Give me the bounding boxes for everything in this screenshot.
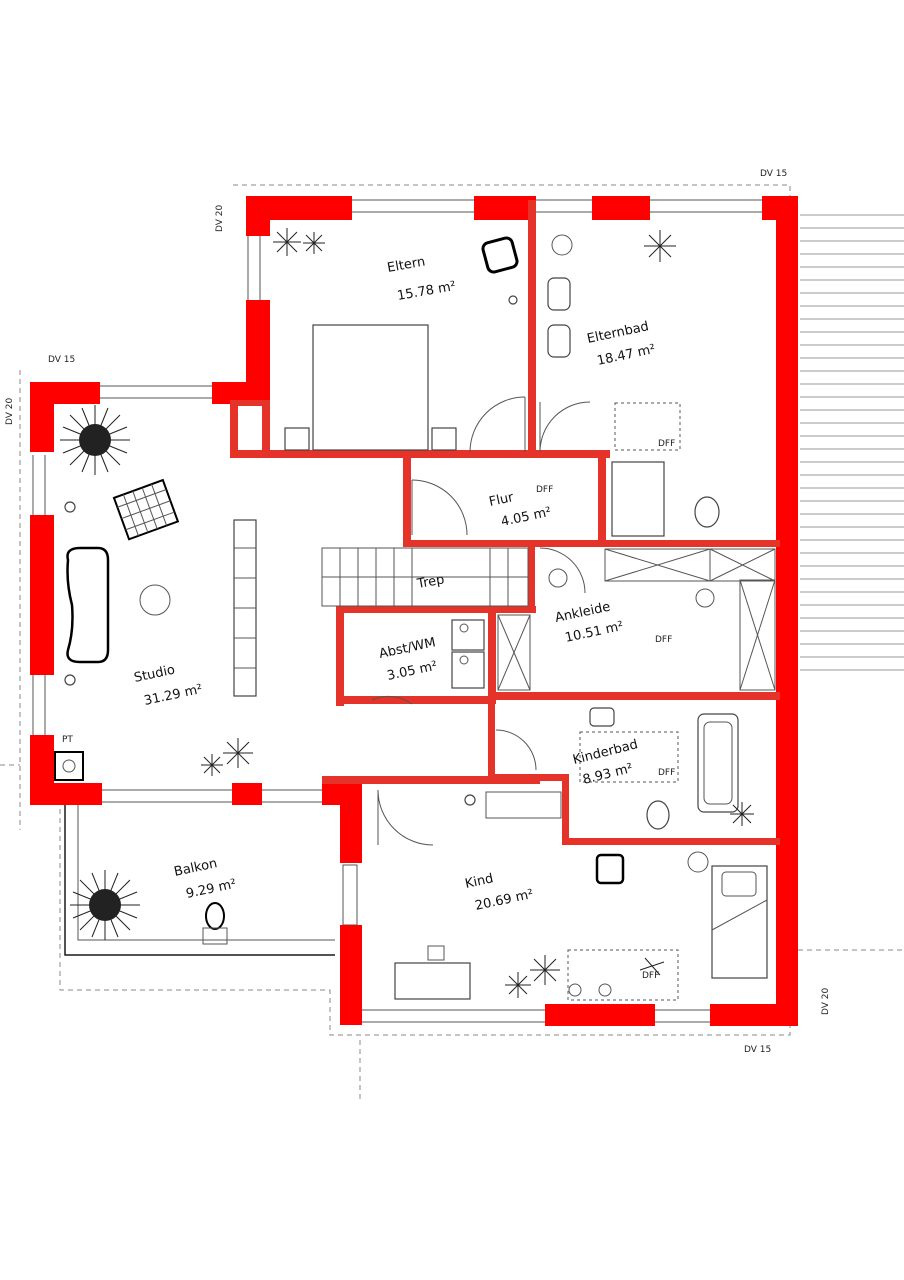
- dining-table: [112, 478, 180, 541]
- roof-hatching: [800, 214, 904, 671]
- room-area-eltern: 15.78 m²: [396, 279, 457, 304]
- dimension-label: DV 20: [821, 987, 831, 1015]
- room-name-eltern: Eltern: [386, 255, 426, 276]
- palm-plant-icon: [70, 870, 140, 940]
- room-area-balkon: 9.29 m²: [185, 877, 238, 902]
- dff-label: DFF: [655, 635, 672, 645]
- palm-plant-icon: [60, 405, 130, 475]
- bed: [312, 324, 429, 451]
- armchair: [595, 853, 625, 885]
- dff-label: DFF: [658, 768, 675, 778]
- room-area-kinderbad: 8.93 m²: [581, 761, 634, 788]
- interior-walls: [230, 200, 780, 845]
- dimension-label: DV 20: [215, 204, 225, 232]
- furniture: [54, 234, 776, 1001]
- dff-label: DFF: [642, 971, 659, 981]
- room-name-elternbad: Elternbad: [586, 319, 650, 347]
- room-name-flur: Flur: [488, 490, 516, 510]
- room-area-studio: 31.29 m²: [143, 682, 204, 709]
- dimension-label: DV 15: [48, 355, 75, 365]
- dimension-labels: DV 15 DV 15 DV 15 DV 20 DV 20 DV 20: [5, 169, 831, 1055]
- small-labels: PT DFF DFF DFF DFF DFF: [62, 439, 675, 981]
- exterior-walls: [30, 196, 798, 1026]
- room-area-flur: 4.05 m²: [500, 505, 553, 530]
- outline-dashed: [0, 184, 904, 1100]
- staircase: [321, 547, 529, 607]
- room-area-elternbad: 18.47 m²: [596, 342, 657, 369]
- room-area-ankleide: 10.51 m²: [564, 619, 625, 646]
- room-name-abst: Abst/WM: [378, 635, 437, 662]
- dff-label: DFF: [658, 439, 675, 449]
- doors: [371, 396, 591, 846]
- flower-plant-icon: [201, 228, 754, 998]
- dimension-label: DV 15: [760, 169, 787, 179]
- room-name-studio: Studio: [133, 663, 177, 686]
- room-area-kind: 20.69 m²: [474, 887, 535, 914]
- room-area-abst: 3.05 m²: [386, 659, 439, 684]
- sofa: [66, 546, 110, 664]
- dimension-label: DV 20: [5, 397, 15, 425]
- balkon-railing: [64, 805, 335, 956]
- room-name-kind: Kind: [464, 871, 495, 892]
- room-name-balkon: Balkon: [173, 856, 219, 880]
- dff-label: DFF: [536, 485, 553, 495]
- room-name-trep: Trep: [415, 572, 446, 592]
- pt-label: PT: [62, 735, 73, 745]
- dimension-label: DV 15: [744, 1045, 771, 1055]
- armchair: [481, 236, 519, 274]
